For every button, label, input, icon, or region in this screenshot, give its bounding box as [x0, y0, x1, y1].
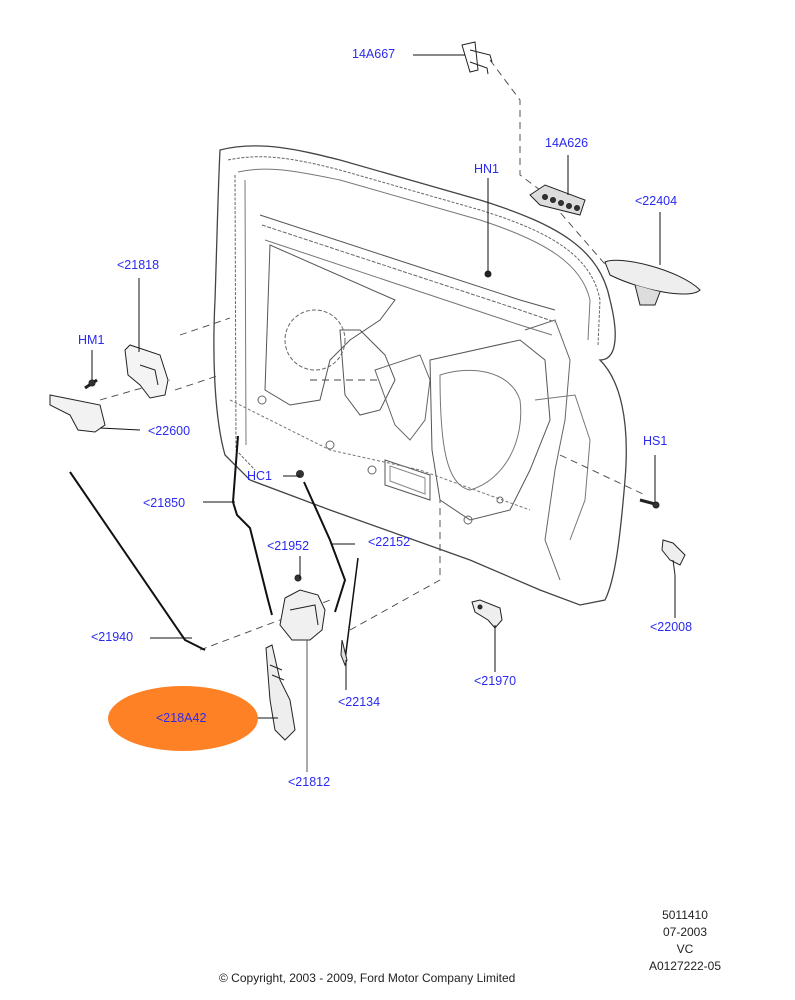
door-frame — [213, 145, 627, 606]
part-22404-outer-handle — [604, 259, 701, 306]
part-21970-clip — [471, 599, 503, 629]
ref-code: VC — [676, 942, 694, 956]
callout-21818[interactable]: <21818 — [117, 258, 160, 272]
part-21818-bracket — [124, 344, 169, 399]
part-218A42-actuator — [265, 644, 296, 741]
callout-22600[interactable]: <22600 — [148, 424, 191, 438]
copyright-notice: © Copyright, 2003 - 2009, Ford Motor Com… — [219, 971, 516, 985]
highlight-ellipse-218A42 — [108, 686, 258, 751]
callout-HM1[interactable]: HM1 — [78, 333, 105, 347]
callout-HN1[interactable]: HN1 — [474, 162, 500, 176]
part-14A626-keypad — [529, 184, 586, 216]
ref-date: 07-2003 — [662, 925, 708, 939]
callout-22404[interactable]: <22404 — [635, 194, 678, 208]
callout-22008[interactable]: <22008 — [650, 620, 693, 634]
callout-21812[interactable]: <21812 — [288, 775, 331, 789]
callout-HC1[interactable]: HC1 — [247, 469, 273, 483]
part-22008-clip — [661, 539, 686, 576]
ref-drawing-id: A0127222-05 — [648, 959, 722, 973]
callout-218A42[interactable]: <218A42 — [156, 711, 207, 725]
callout-22152[interactable]: <22152 — [368, 535, 411, 549]
callout-21850[interactable]: <21850 — [143, 496, 186, 510]
rods — [69, 435, 359, 661]
callout-21940[interactable]: <21940 — [91, 630, 134, 644]
ref-number: 5011410 — [662, 908, 708, 922]
callout-21970[interactable]: <21970 — [474, 674, 517, 688]
part-21812-lock — [279, 574, 326, 641]
part-HS1-bolt — [639, 498, 660, 509]
leader-lines — [91, 54, 676, 772]
part-HC1-clip — [296, 470, 304, 478]
callout-22134[interactable]: <22134 — [338, 695, 381, 709]
part-22134-rod — [340, 639, 348, 667]
part-HM1-screw — [84, 378, 98, 390]
callout-HS1[interactable]: HS1 — [643, 434, 668, 448]
callout-14A626[interactable]: 14A626 — [545, 136, 589, 150]
callout-14A667[interactable]: 14A667 — [352, 47, 396, 61]
part-14A667-clip — [461, 41, 493, 75]
part-HN1-nut — [484, 270, 492, 278]
drawing-reference-block: 5011410 07-2003 VC A0127222-05 — [630, 907, 740, 975]
part-22600-handle-inner — [49, 394, 106, 433]
callout-21952[interactable]: <21952 — [267, 539, 310, 553]
